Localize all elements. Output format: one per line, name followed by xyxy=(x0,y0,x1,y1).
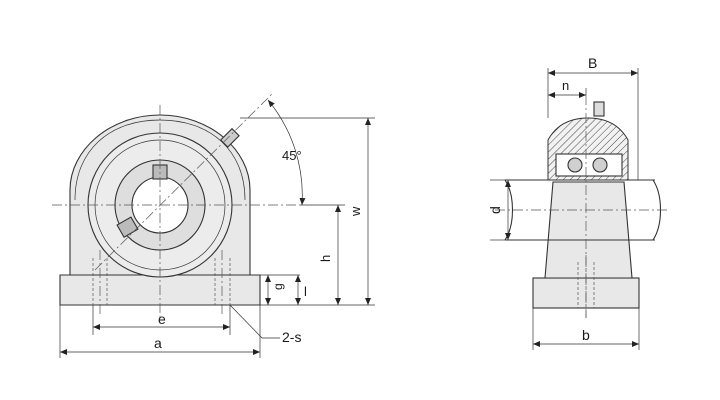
dim-a-label: a xyxy=(154,335,162,351)
ball-left xyxy=(567,157,583,173)
side-pedestal xyxy=(544,181,633,279)
dim-d-label: d xyxy=(487,206,503,214)
side-grease-nipple xyxy=(593,101,605,117)
dim-B-label: B xyxy=(588,55,597,71)
dim-h-label: h xyxy=(318,255,333,262)
angle-arc xyxy=(267,99,306,206)
dim-s-label: 2-s xyxy=(282,329,301,345)
side-inner-ring xyxy=(555,153,623,177)
angle-label: 45° xyxy=(282,148,302,163)
dim-s-leader xyxy=(229,304,280,339)
set-screw-lower xyxy=(116,216,139,238)
dim-g-label: g xyxy=(271,283,285,290)
dim-b-label: b xyxy=(582,327,590,343)
dim-e-label: e xyxy=(158,311,166,327)
grease-nipple xyxy=(219,127,240,148)
side-view: B n d b xyxy=(487,55,668,350)
diagonal-45-centerline xyxy=(94,93,273,271)
dim-w-label: w xyxy=(348,206,363,217)
ball-right xyxy=(592,157,608,173)
dim-l-label: l xyxy=(304,284,307,299)
dim-n-label: n xyxy=(562,78,569,93)
front-view: 45° e a 2-s g l h w xyxy=(52,93,375,358)
bolt-hole-right xyxy=(214,250,231,315)
bolt-hole-left xyxy=(92,250,108,315)
